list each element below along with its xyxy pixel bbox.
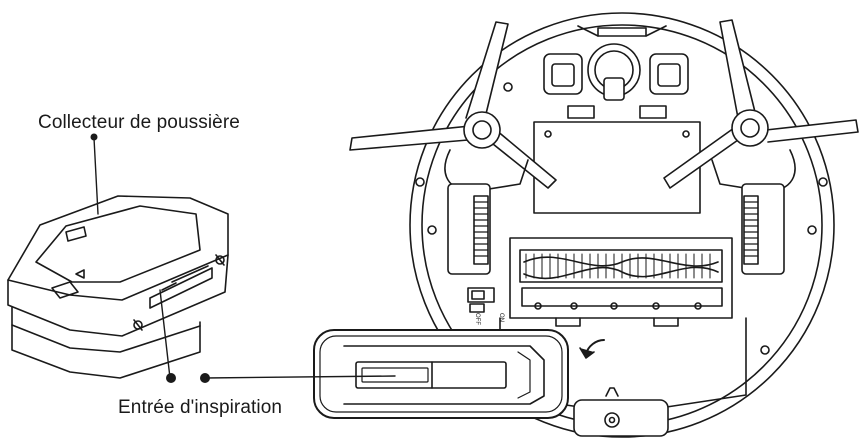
power-switch: ON OFF [467,287,504,325]
dust-bin [7,195,229,379]
right-side-brush [663,19,859,189]
callout-leaders [90,133,396,383]
left-side-brush [349,21,557,189]
intake-label: Entrée d'inspiration [118,397,283,418]
right-wheel [741,183,785,275]
caster-wheel [587,43,641,101]
curved-arrow-icon [579,339,605,359]
main-brush [509,237,733,319]
intake-inset [313,329,569,419]
switch-on-label: ON [498,313,504,322]
left-wheel [447,183,491,275]
switch-off-label: OFF [474,313,480,325]
dust-collector-label: Collecteur de poussière [38,112,240,133]
